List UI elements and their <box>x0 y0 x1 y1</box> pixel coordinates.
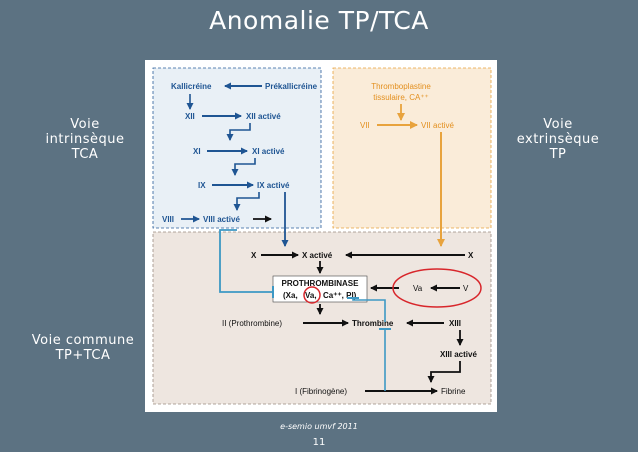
xi-active-label: XI activé <box>252 147 285 156</box>
vii-active-label: VII activé <box>421 121 454 130</box>
page-number: 11 <box>312 437 326 448</box>
xii-label: XII <box>185 112 195 121</box>
slide-title: Anomalie TP/TCA <box>209 6 429 35</box>
fibrine-label: Fibrine <box>441 387 466 396</box>
source-caption: e-semio umvf 2011 <box>280 422 358 431</box>
ii-label: II (Prothrombine) <box>222 319 282 328</box>
diagram-panel: Kallicréine Prékallicréine XII XII activ… <box>145 60 497 412</box>
thrombine-label: Thrombine <box>352 319 394 328</box>
i-label: I (Fibrinogène) <box>295 387 347 396</box>
label-intrinsic-line1: Voie <box>70 117 100 132</box>
xii-active-label: XII activé <box>246 112 281 121</box>
xiii-label: XIII <box>449 319 461 328</box>
prothrombinase-label: PROTHROMBINASE <box>282 279 360 288</box>
kallicreine-label: Kallicréine <box>171 82 212 91</box>
label-common: Voie commune TP+TCA <box>22 333 144 363</box>
label-extrinsic: Voie extrinsèque TP <box>508 117 608 162</box>
label-intrinsic: Voie intrinsèque TCA <box>35 117 135 162</box>
arrow-ix-active-viii <box>233 192 260 211</box>
tissulaire-label: tissulaire, CA⁺⁺ <box>373 93 429 102</box>
viii-feedback-line <box>219 229 273 293</box>
x-left-label: X <box>251 251 257 260</box>
label-extrinsic-line1: Voie <box>543 117 573 132</box>
vii-label: VII <box>360 121 370 130</box>
x-right-label: X <box>468 251 474 260</box>
thromboplastine-label: Thromboplastine <box>371 82 431 91</box>
v-label: V <box>463 284 469 293</box>
complex-open-label: (Xa, <box>283 291 298 300</box>
arrow-xii-active-xi <box>226 123 251 141</box>
label-extrinsic-line3: TP <box>549 147 567 162</box>
prekallicreine-label: Prékallicréine <box>265 82 318 91</box>
va-in-complex-label: Va, <box>305 291 317 300</box>
extrinsic-zone <box>332 67 492 229</box>
va-v-highlight-ellipse <box>392 268 482 308</box>
label-intrinsic-line3: TCA <box>71 147 99 162</box>
xi-label: XI <box>193 147 201 156</box>
label-intrinsic-line2: intrinsèque <box>45 132 125 147</box>
va-highlight-circle <box>303 286 321 304</box>
label-common-line1: Voie commune <box>31 333 135 348</box>
label-extrinsic-line2: extrinsèque <box>516 132 600 147</box>
common-zone <box>152 231 492 405</box>
ix-active-label: IX activé <box>257 181 290 190</box>
arrow-xi-active-ix <box>231 158 256 176</box>
va-label: Va <box>413 284 423 293</box>
ix-label: IX <box>198 181 206 190</box>
viii-label: VIII <box>162 215 174 224</box>
viii-active-label: VIII activé <box>203 215 240 224</box>
arrow-xiii-active-fibrine <box>427 361 461 383</box>
xiii-active-label: XIII activé <box>440 350 477 359</box>
x-active-label: X activé <box>302 251 333 260</box>
complex-rest-label: Ca⁺⁺, Pl) <box>323 291 357 300</box>
label-common-line2: TP+TCA <box>55 348 111 363</box>
coagulation-diagram: Kallicréine Prékallicréine XII XII activ… <box>152 67 492 405</box>
